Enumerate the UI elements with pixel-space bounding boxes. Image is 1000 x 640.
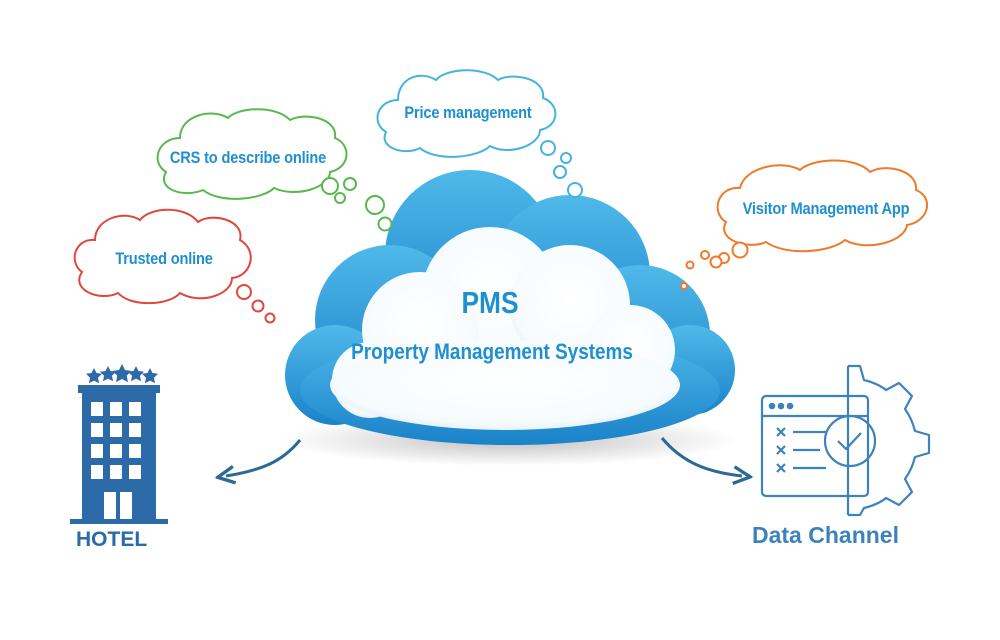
bubble-crs-label: CRS to describe online: [169, 148, 327, 167]
pms-title: PMS: [461, 285, 519, 320]
data-channel-label: Data Channel: [752, 522, 899, 548]
data-channel-gear-icon: [760, 364, 931, 517]
bubble-crs: [156, 108, 393, 232]
bubble-visitor-label: Visitor Management App: [742, 199, 910, 218]
star-icon: [86, 364, 158, 384]
bubble-price-label: Price management: [404, 103, 532, 122]
arrow-to-data-channel: [660, 437, 742, 476]
hotel-label: HOTEL: [76, 528, 148, 551]
main-cloud: [280, 170, 740, 466]
bubble-visitor: [680, 159, 928, 290]
hotel-building-icon: [70, 364, 168, 524]
bubble-price: [376, 69, 583, 198]
pms-subtitle: Property Management Systems: [351, 339, 633, 364]
arrow-to-hotel: [226, 439, 302, 476]
bubble-trusted-label: Trusted online: [115, 249, 213, 268]
bubble-trusted-online: [73, 208, 276, 324]
